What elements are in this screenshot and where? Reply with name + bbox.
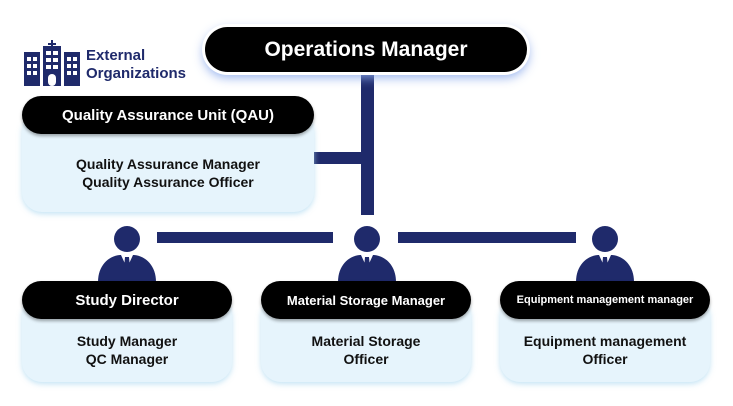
external-organizations [22, 38, 192, 88]
unit-member: Equipment management [523, 333, 687, 349]
connector-qau [314, 152, 364, 164]
connector-vertical-main [361, 72, 374, 215]
external-organizations-label: External Organizations [86, 47, 186, 83]
external-label-line2: Organizations [86, 65, 187, 82]
study-director-title: Study Director [22, 281, 232, 319]
unit-member: Officer [582, 351, 628, 367]
unit-member: Officer [343, 351, 389, 367]
person-icon [576, 226, 634, 282]
qau-title: Quality Assurance Unit (QAU) [22, 96, 314, 134]
qau-member: Quality Assurance Manager [76, 156, 260, 172]
equipment-management-title: Equipment management manager [500, 281, 710, 319]
external-label-line1: External [86, 47, 146, 64]
connector-right [398, 232, 576, 243]
qau-member: Quality Assurance Officer [82, 174, 254, 190]
material-storage-title: Material Storage Manager [261, 281, 471, 319]
connector-left [157, 232, 333, 243]
unit-member: QC Manager [85, 351, 169, 367]
person-icon [98, 226, 156, 282]
unit-member: Material Storage [311, 333, 421, 349]
person-icon [338, 226, 396, 282]
operations-manager-box: Operations Manager [205, 27, 527, 72]
unit-member: Study Manager [76, 333, 178, 349]
building-icon [24, 40, 80, 86]
